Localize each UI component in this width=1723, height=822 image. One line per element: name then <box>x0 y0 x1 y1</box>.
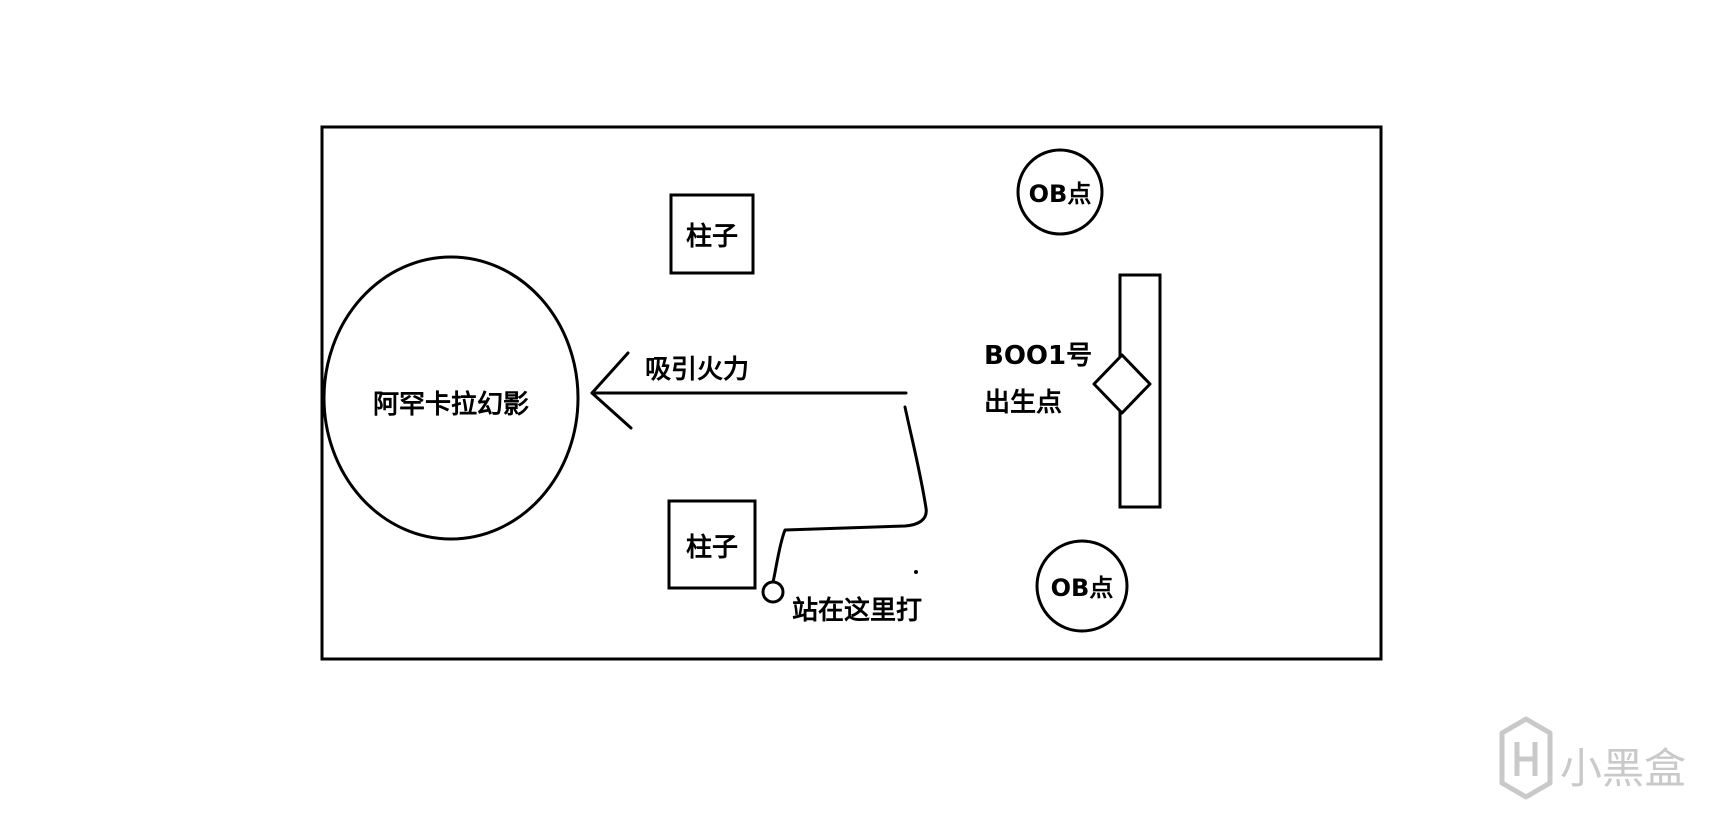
stand-here-label: 站在这里打 <box>792 595 922 626</box>
pillar-top-box <box>669 193 755 275</box>
stand-here-marker <box>761 580 785 604</box>
ob-point-bottom-circle <box>1035 539 1129 633</box>
stray-dot <box>914 570 918 574</box>
movement-path <box>771 405 928 584</box>
pillar-top-label: 柱子 <box>686 222 738 252</box>
phantom-label: 阿罕卡拉幻影 <box>373 389 529 420</box>
watermark-logo-icon <box>1499 716 1553 800</box>
phantom-circle <box>322 255 580 541</box>
ob-point-bottom-label: OB点 <box>1051 574 1114 602</box>
arena-border <box>320 125 1383 661</box>
pillar-bottom-box <box>667 499 757 590</box>
watermark: 小黑盒 <box>1499 716 1686 800</box>
boss-spawn-label-line1: BOO1号 <box>984 341 1092 371</box>
pillar-bottom-label: 柱子 <box>686 533 738 563</box>
draw-fire-label: 吸引火力 <box>645 355 749 385</box>
boss-spawn-label-line2: 出生点 <box>984 387 1062 418</box>
watermark-text: 小黑盒 <box>1560 744 1686 793</box>
ob-point-top-label: OB点 <box>1029 180 1092 208</box>
boss-spawn-diamond <box>1092 353 1152 415</box>
draw-fire-arrow-head <box>590 351 633 430</box>
ob-point-top-circle <box>1016 148 1104 236</box>
